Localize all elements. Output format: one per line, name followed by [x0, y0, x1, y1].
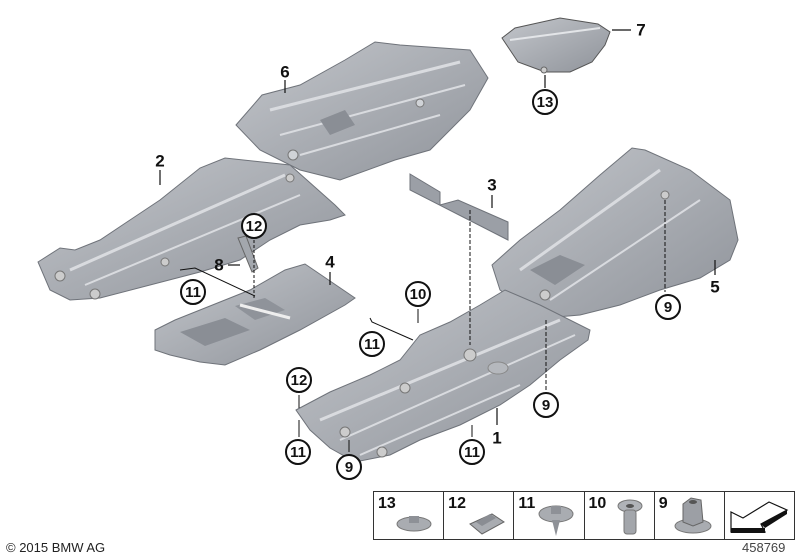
callout-9-right: 9: [655, 294, 681, 320]
legend-cell-13: 13: [374, 492, 445, 539]
u-nut-washer-icon: [396, 516, 432, 532]
legend-label-9: 9: [658, 495, 668, 512]
callout-2: 2: [155, 151, 165, 171]
callout-4: 4: [325, 252, 335, 272]
callout-11-center: 11: [359, 331, 385, 357]
legend-label-10: 10: [588, 495, 607, 512]
callout-13: 13: [532, 89, 558, 115]
callout-7: 7: [636, 20, 646, 40]
rivet-nut-icon: [617, 499, 643, 535]
callout-6: 6: [280, 62, 290, 82]
spring-clip-nut-icon: [469, 513, 506, 535]
callout-9-bottom: 9: [336, 454, 362, 480]
leader-lines: [179, 200, 666, 452]
part-2-panel: [37, 157, 346, 301]
legend-cell-arrow: [725, 492, 794, 539]
image-id: 458769: [742, 540, 786, 555]
callout-11-bottom-left: 11: [285, 439, 311, 465]
part-4-plate: [154, 263, 356, 366]
part-1-panel: [295, 289, 591, 463]
legend-cell-12: 12: [444, 492, 515, 539]
legend-label-13: 13: [378, 495, 396, 512]
legend-cell-11: 11: [514, 492, 585, 539]
callout-8: 8: [214, 255, 224, 275]
callout-11-bottom-right: 11: [459, 439, 485, 465]
part-5-panel: [491, 147, 739, 319]
part-8-bracket: [237, 235, 259, 273]
hex-collar-nut-icon: [674, 497, 712, 534]
callout-12-bottom: 12: [286, 367, 312, 393]
callout-12-top: 12: [241, 213, 267, 239]
callout-9-middle: 9: [533, 392, 559, 418]
part-6-panel: [235, 41, 489, 181]
direction-arrow-icon: [730, 501, 789, 533]
callout-5: 5: [710, 277, 720, 297]
callout-1: 1: [492, 428, 502, 448]
callout-11-left: 11: [180, 279, 206, 305]
copyright-notice: © 2015 BMW AG: [6, 540, 106, 555]
part-3-strip: [409, 173, 509, 241]
callout-10: 10: [405, 281, 431, 307]
legend-cell-10: 10: [585, 492, 655, 539]
fastener-legend: 13 12 11 10: [373, 491, 795, 540]
legend-label-12: 12: [448, 495, 466, 512]
tapping-screw-icon: [538, 505, 574, 536]
part-7-cover: [501, 17, 611, 74]
legend-cell-9: 9: [655, 492, 725, 539]
legend-label-11: 11: [518, 495, 536, 512]
callout-3: 3: [487, 175, 497, 195]
